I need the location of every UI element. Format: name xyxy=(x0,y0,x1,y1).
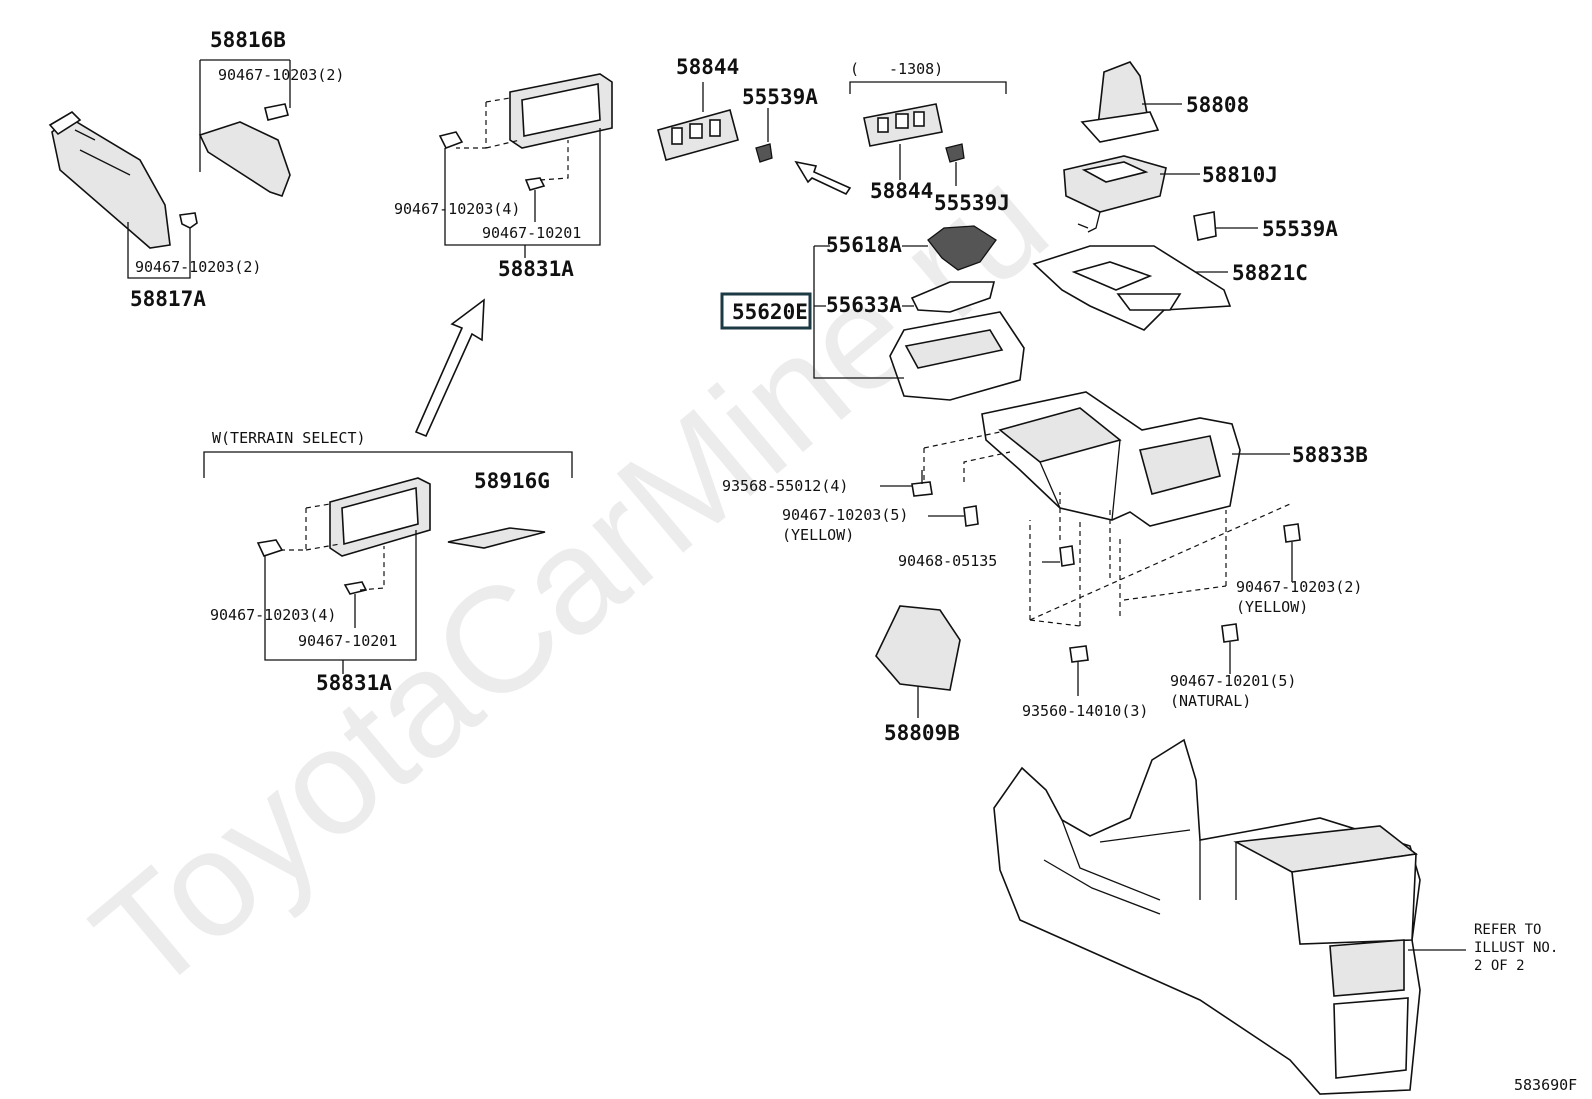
callout-90468-05135[interactable]: 90468-05135 xyxy=(898,552,997,570)
callout-58808[interactable]: 58808 xyxy=(1186,93,1249,117)
clip-90468-05135 xyxy=(1059,545,1075,567)
callout-55539A[interactable]: 55539A xyxy=(1262,217,1338,241)
callout-90467-10203-4[interactable]: 90467-10203(4) xyxy=(210,606,336,624)
panel-58816B xyxy=(198,103,291,198)
callout-90467-10201[interactable]: 90467-10201 xyxy=(482,224,581,242)
callout-55539J[interactable]: 55539J xyxy=(934,191,1010,215)
arrow-up-to-58831A xyxy=(414,298,485,438)
clip-90467-10201-5 xyxy=(1221,623,1239,643)
shift-boot-58808 xyxy=(1080,61,1160,143)
callout-90467-10203-2[interactable]: 90467-10203(2) xyxy=(218,66,344,84)
callout-55539A[interactable]: 55539A xyxy=(742,85,818,109)
console-panel-58821C xyxy=(1032,245,1232,331)
note-yellow: (YELLOW) xyxy=(782,526,854,544)
shift-bezel-58810J xyxy=(1063,155,1167,233)
callout-90467-10203-4[interactable]: 90467-10203(4) xyxy=(394,200,520,218)
callout-90467-10203-5[interactable]: 90467-10203(5) xyxy=(782,506,908,524)
reference-note-line-1: REFER TO xyxy=(1474,922,1541,938)
panel-58817A xyxy=(48,110,198,249)
callout-93568-55012-4[interactable]: 93568-55012(4) xyxy=(722,477,848,495)
callout-58821C[interactable]: 58821C xyxy=(1232,261,1308,285)
console-body xyxy=(993,738,1421,1095)
console-box-58833B xyxy=(981,391,1241,527)
switch-55539A-right xyxy=(1193,211,1217,241)
callout-58844[interactable]: 58844 xyxy=(676,55,739,79)
reference-note-line-2: ILLUST NO. xyxy=(1474,940,1558,956)
note-yellow: (YELLOW) xyxy=(1236,598,1308,616)
switch-plate-58844-later xyxy=(863,103,965,163)
arrow-to-55539A xyxy=(794,160,852,196)
screw-93568 xyxy=(911,470,933,497)
group-label-terrain-select: W(TERRAIN SELECT) xyxy=(212,429,366,447)
cup-holder-55620E xyxy=(889,311,1025,401)
diagram-code: 583690F xyxy=(1514,1076,1577,1094)
mat-55633A xyxy=(910,281,996,313)
callout-90467-10201[interactable]: 90467-10201 xyxy=(298,632,397,650)
callout-58810J[interactable]: 58810J xyxy=(1202,163,1278,187)
callout-58844[interactable]: 58844 xyxy=(870,179,933,203)
callout-58833B[interactable]: 58833B xyxy=(1292,443,1368,467)
cover-58809B xyxy=(875,605,961,691)
callout-58816B[interactable]: 58816B xyxy=(210,28,286,52)
callout-58831A[interactable]: 58831A xyxy=(498,257,574,281)
reference-note-line-3: 2 OF 2 xyxy=(1474,958,1525,974)
sheet-58916G xyxy=(447,527,546,549)
group-label-date-range: ( -1308) xyxy=(850,60,943,78)
callout-58916G[interactable]: 58916G xyxy=(474,469,550,493)
clip-90467-10203-2 xyxy=(1283,523,1301,543)
highlighted-part-55620E[interactable]: 55620E xyxy=(732,300,808,324)
bezel-58831A-top xyxy=(438,73,613,191)
callout-58809B[interactable]: 58809B xyxy=(884,721,960,745)
note-natural: (NATURAL) xyxy=(1170,692,1251,710)
callout-90467-10203-2[interactable]: 90467-10203(2) xyxy=(135,258,261,276)
highlighted-part-box xyxy=(720,292,812,330)
callout-58817A[interactable]: 58817A xyxy=(130,287,206,311)
callout-55633A[interactable]: 55633A xyxy=(826,293,902,317)
callout-90467-10203-2[interactable]: 90467-10203(2) xyxy=(1236,578,1362,596)
callout-90467-10201-5[interactable]: 90467-10201(5) xyxy=(1170,672,1296,690)
callout-58831A[interactable]: 58831A xyxy=(316,671,392,695)
cup-insert-55618A xyxy=(927,225,997,271)
callout-55618A[interactable]: 55618A xyxy=(826,233,902,257)
screw-93560 xyxy=(1069,645,1089,663)
callout-93560-14010-3[interactable]: 93560-14010(3) xyxy=(1022,702,1148,720)
switch-plate-58844 xyxy=(657,109,773,163)
clip-90467-10203-5 xyxy=(963,505,979,527)
bezel-58831A-bottom xyxy=(256,477,431,595)
